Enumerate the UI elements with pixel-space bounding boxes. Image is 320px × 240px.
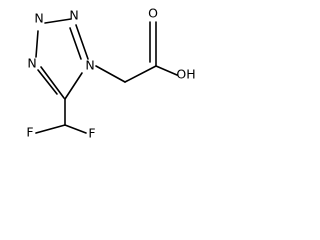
molecule-svg: N N N N OH O F F	[26, 6, 195, 141]
bond-c5-n4-a	[40, 66, 65, 99]
atom-n-top-left: N	[34, 11, 43, 26]
atom-n-left: N	[27, 56, 36, 71]
bond-n3-c5	[64, 72, 83, 100]
chemical-structure-diagram: N N N N OH O F F	[0, 0, 212, 148]
bond-c-oh	[155, 65, 178, 76]
bond-n4-n1	[35, 30, 39, 58]
bond-n1-n2	[44, 18, 72, 24]
bond-chf2-f2	[64, 124, 87, 134]
bond-n3-ch2	[95, 65, 126, 83]
atom-hydroxyl: OH	[176, 67, 195, 82]
atom-fluorine-left: F	[26, 125, 33, 140]
bond-chf2-f1	[35, 124, 66, 134]
bond-ch2-c	[124, 65, 157, 83]
bond-c5-n4-b	[37, 69, 58, 95]
atom-n-substituted: N	[85, 58, 94, 73]
atom-fluorine-right: F	[88, 126, 95, 141]
bond-n2-n3-b	[69, 27, 82, 60]
atom-n-top-right: N	[69, 8, 78, 23]
bond-n2-n3-a	[75, 24, 89, 60]
atom-carbonyl-oxygen: O	[148, 6, 158, 21]
